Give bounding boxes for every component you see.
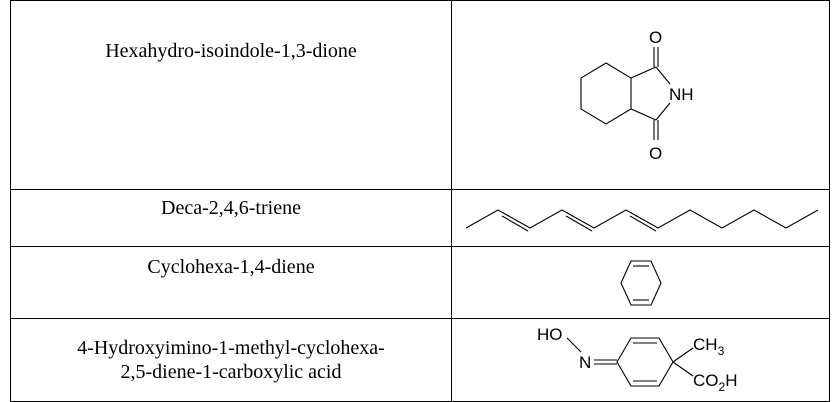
compound-name: Deca-2,4,6-triene bbox=[10, 189, 452, 247]
ch-subscript: 3 bbox=[717, 344, 724, 358]
structure-cell: HO N CH3 CO2H bbox=[451, 318, 830, 402]
compound-name: Hexahydro-isoindole-1,3-dione bbox=[10, 0, 452, 190]
methyl-label: CH3 bbox=[693, 335, 725, 358]
oxygen-label-top: O bbox=[649, 28, 662, 47]
compound-name-line2: 2,5-diene-1-carboxylic acid bbox=[120, 361, 342, 383]
structure-cell bbox=[451, 246, 830, 319]
hydroxyimino-cyclohexadiene-acid-structure: HO N CH3 CO2H bbox=[537, 325, 737, 394]
compound-table: Hexahydro-isoindole-1,3-dione O NH O bbox=[10, 0, 830, 402]
structure-cell: O NH O bbox=[451, 0, 830, 190]
nh-label: NH bbox=[669, 85, 694, 104]
deca-triene-structure bbox=[465, 209, 818, 232]
compound-name: 4-Hydroxyimino-1-methyl-cyclohexa- 2,5-d… bbox=[10, 318, 452, 402]
table-row: Deca-2,4,6-triene bbox=[10, 189, 830, 247]
ho-label: HO bbox=[537, 325, 563, 344]
hexahydro-isoindole-dione-structure: O NH O bbox=[579, 28, 694, 163]
h-text: H bbox=[725, 371, 737, 390]
table-row: Hexahydro-isoindole-1,3-dione O NH O bbox=[10, 0, 830, 190]
table-row: 4-Hydroxyimino-1-methyl-cyclohexa- 2,5-d… bbox=[10, 318, 830, 402]
carboxyl-label: CO2H bbox=[693, 371, 737, 394]
compound-name-text: Hexahydro-isoindole-1,3-dione bbox=[105, 40, 357, 62]
co-text: CO bbox=[693, 371, 719, 390]
oxygen-label-bottom: O bbox=[649, 144, 662, 163]
compound-name-text: Cyclohexa-1,4-diene bbox=[147, 256, 315, 278]
compound-name-line1: 4-Hydroxyimino-1-methyl-cyclohexa- bbox=[77, 337, 385, 359]
table-row: Cyclohexa-1,4-diene bbox=[10, 246, 830, 319]
structure-cell bbox=[451, 189, 830, 247]
compound-name: Cyclohexa-1,4-diene bbox=[10, 246, 452, 319]
compound-name-text: Deca-2,4,6-triene bbox=[161, 197, 301, 219]
cyclohexadiene-structure bbox=[619, 259, 662, 306]
n-label: N bbox=[579, 353, 591, 372]
ch-text: CH bbox=[693, 335, 718, 354]
